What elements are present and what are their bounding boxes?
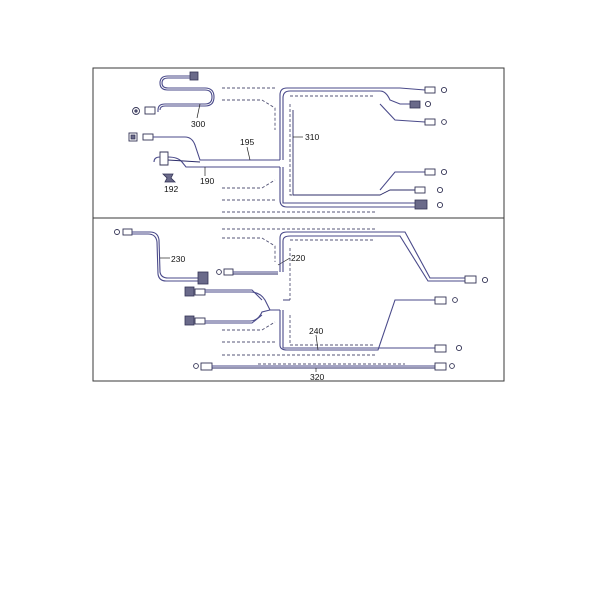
harness-240: 240 <box>279 231 489 353</box>
harness-320: 320 <box>193 362 455 382</box>
label-195: 195 <box>240 137 254 147</box>
connector-left-2 <box>184 315 195 326</box>
bottom-panel: 230 220 <box>114 228 489 382</box>
dashed-routing-top <box>222 87 375 213</box>
connector-310-4 <box>424 168 436 176</box>
terminal-230 <box>114 229 120 235</box>
terminal-220 <box>216 269 222 275</box>
label-190: 190 <box>200 176 214 186</box>
dashed-routing-bottom <box>222 228 375 356</box>
label-192: 192 <box>164 184 178 194</box>
connector-240-3 <box>434 344 447 353</box>
clip-192 <box>162 173 176 183</box>
terminal-320-a <box>193 363 199 369</box>
connector-230 <box>197 271 209 285</box>
top-panel: 300 195 190 192 <box>128 71 448 213</box>
connector-left-1 <box>184 286 195 297</box>
connector-300-a <box>189 71 199 81</box>
label-320: 320 <box>310 372 324 382</box>
connector-310-6 <box>414 199 428 210</box>
connector-320-b <box>434 362 447 371</box>
connector-310-3 <box>424 118 436 126</box>
label-230: 230 <box>171 254 185 264</box>
label-240: 240 <box>309 326 323 336</box>
connector-240-1 <box>464 275 477 284</box>
label-220: 220 <box>291 253 305 263</box>
connector-310-5 <box>414 186 426 194</box>
label-300: 300 <box>191 119 205 129</box>
harness-300: 300 <box>132 71 215 129</box>
harness-220: 220 <box>216 253 305 276</box>
harness-310: 310 <box>279 86 448 210</box>
harness-230: 230 <box>114 228 209 285</box>
connector-310-1 <box>424 86 436 94</box>
harness-190-195: 195 190 192 <box>128 132 280 194</box>
harness-branch-left <box>184 286 280 326</box>
diagram-frame <box>92 67 505 382</box>
label-310: 310 <box>305 132 319 142</box>
connector-310-2 <box>409 100 421 109</box>
connector-240-2 <box>434 296 447 305</box>
